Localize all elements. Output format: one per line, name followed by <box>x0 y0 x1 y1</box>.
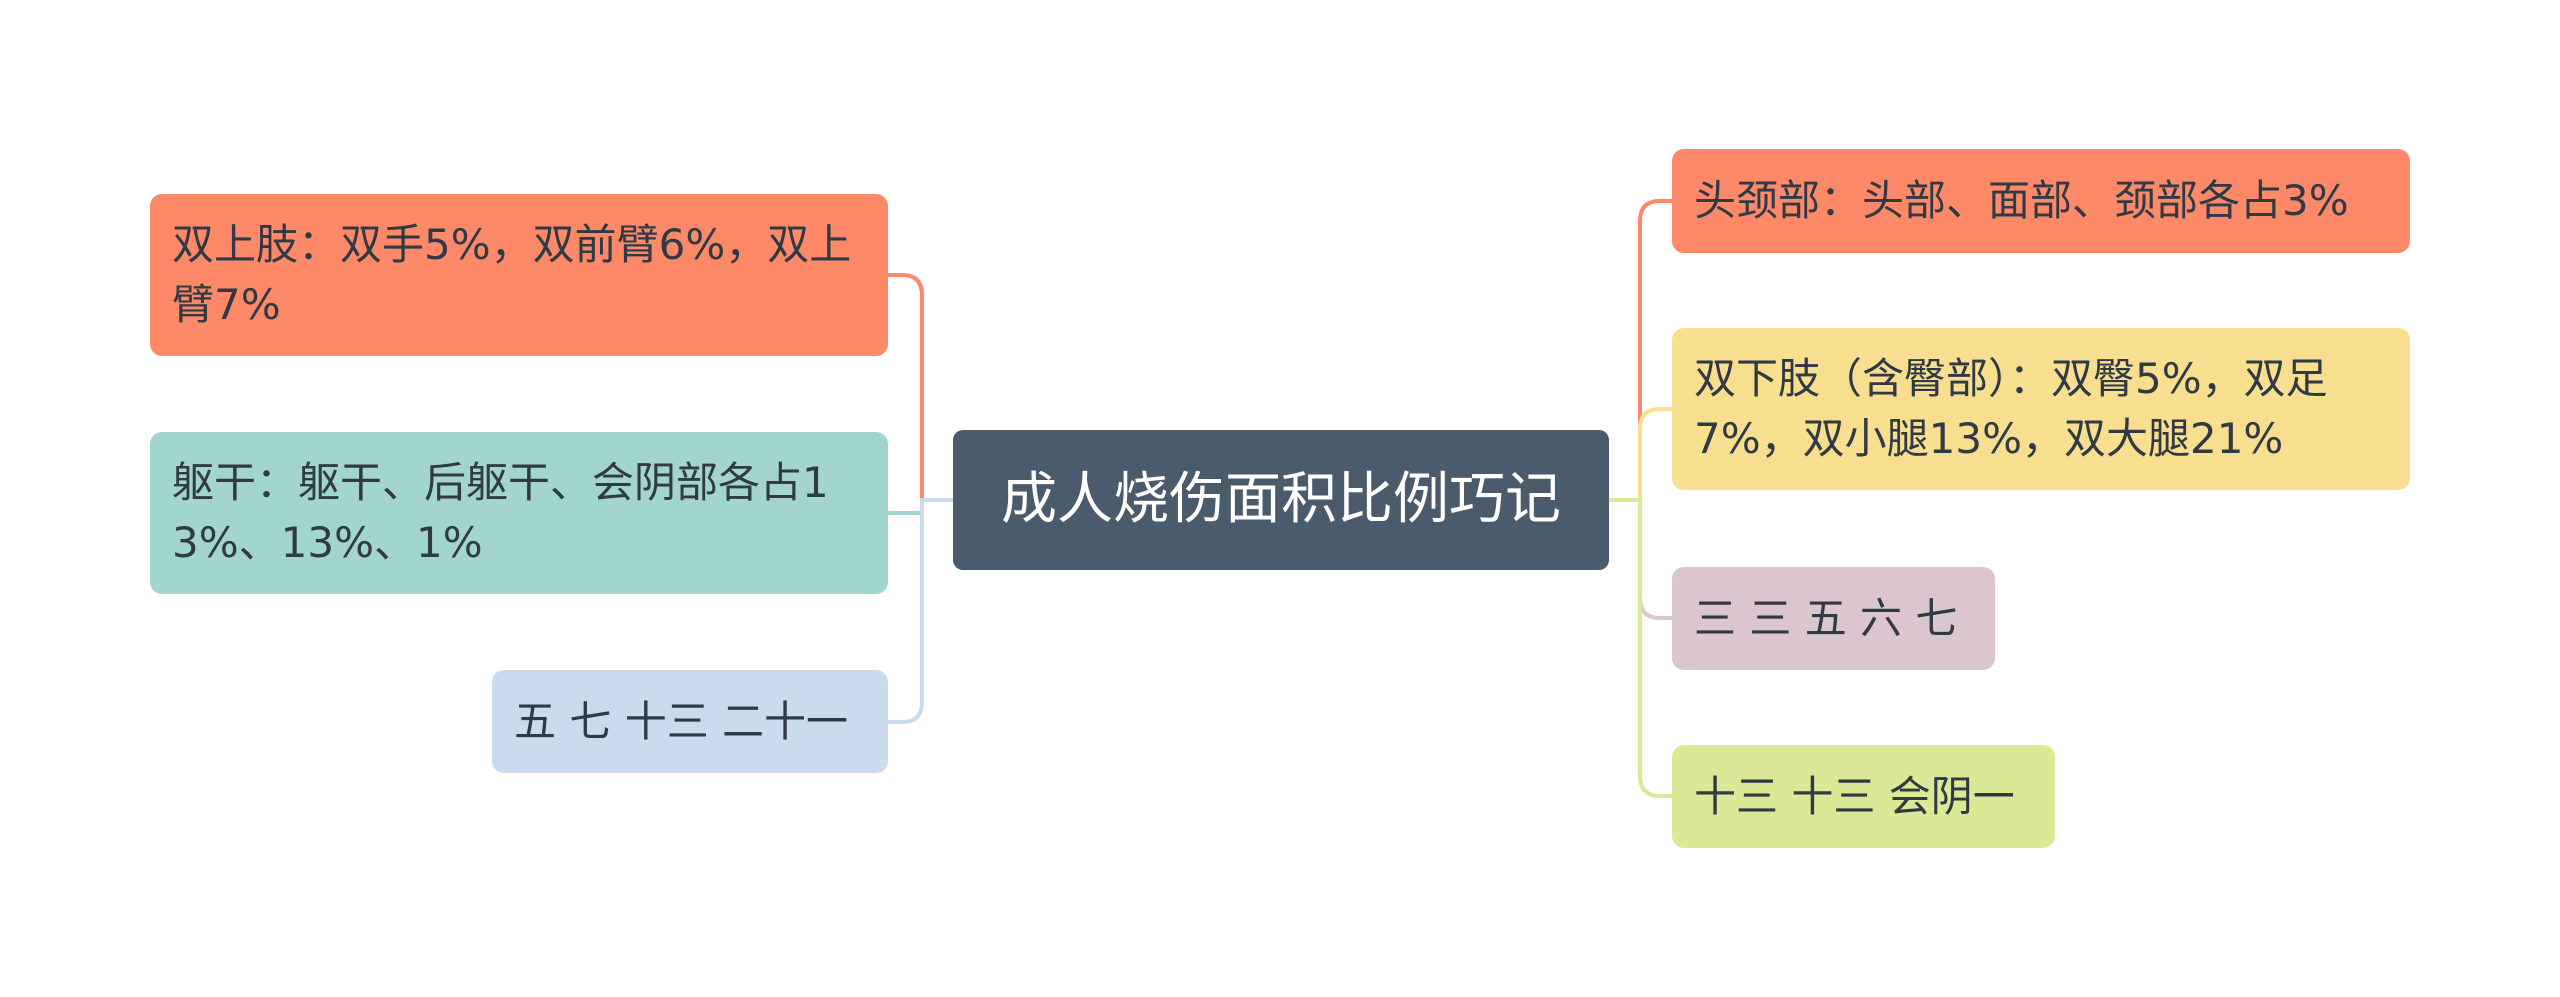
topic-upper-limbs[interactable]: 双上肢：双手5%，双前臂6%，双上臂7% <box>150 194 888 356</box>
topic-right-mnemonic-1[interactable]: 三 三 五 六 七 <box>1672 567 1995 670</box>
topic-left-mnemonic-text: 五 七 十三 二十一 <box>514 696 849 746</box>
topic-trunk[interactable]: 躯干：躯干、后躯干、会阴部各占13%、13%、1% <box>150 432 888 594</box>
topic-trunk-text: 躯干：躯干、后躯干、会阴部各占13%、13%、1% <box>172 458 829 567</box>
topic-right-mnemonic-2-text: 十三 十三 会阴一 <box>1694 771 2015 821</box>
topic-right-mnemonic-2[interactable]: 十三 十三 会阴一 <box>1672 745 2055 848</box>
topic-lower-limbs-text: 双下肢（含臀部）：双臀5%，双足7%，双小腿13%，双大腿21% <box>1694 354 2328 463</box>
topic-upper-limbs-text: 双上肢：双手5%，双前臂6%，双上臂7% <box>172 220 852 329</box>
topic-lower-limbs[interactable]: 双下肢（含臀部）：双臀5%，双足7%，双小腿13%，双大腿21% <box>1672 328 2410 490</box>
connector-lower-limbs <box>1609 407 1672 502</box>
central-topic-title: 成人烧伤面积比例巧记 <box>1001 467 1561 532</box>
topic-head-neck[interactable]: 头颈部：头部、面部、颈部各占3% <box>1672 149 2410 253</box>
connector-left-rhyme <box>888 498 953 724</box>
connector-right-rhyme2 <box>1609 498 1672 798</box>
topic-left-mnemonic[interactable]: 五 七 十三 二十一 <box>492 670 888 773</box>
central-topic[interactable]: 成人烧伤面积比例巧记 <box>953 430 1609 570</box>
topic-head-neck-text: 头颈部：头部、面部、颈部各占3% <box>1694 176 2349 225</box>
topic-right-mnemonic-1-text: 三 三 五 六 七 <box>1694 593 1958 643</box>
connector-upper-limbs <box>888 273 953 502</box>
connector-head-neck <box>1609 199 1672 502</box>
